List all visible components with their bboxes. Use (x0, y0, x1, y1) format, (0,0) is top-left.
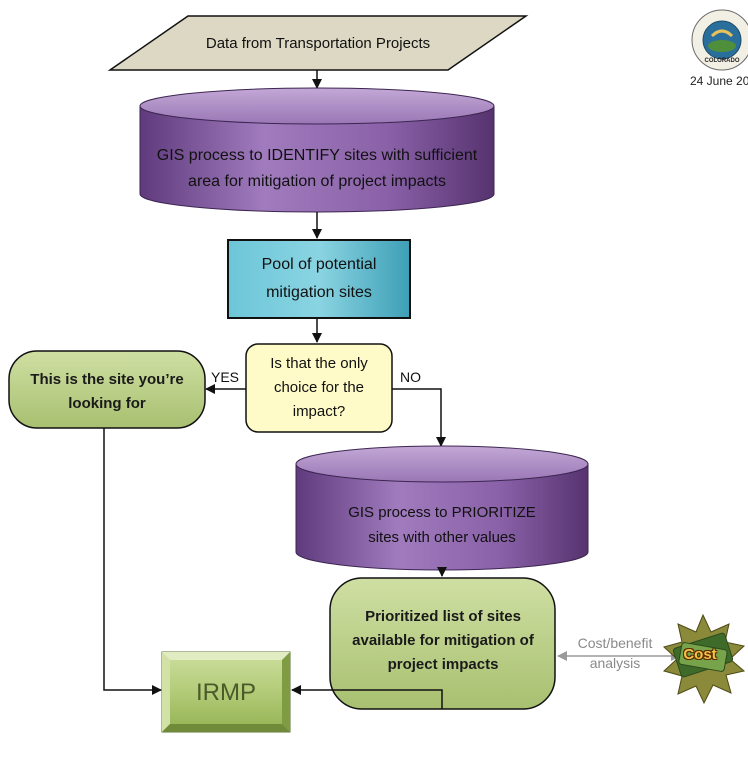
seal-label: COLORADO (704, 58, 740, 64)
cost-label: Cost (683, 646, 717, 663)
cost-badge-icon (663, 613, 746, 705)
decision-text: Is that the only choice for the impact? (270, 355, 368, 420)
gis-identify-cylinder (139, 87, 495, 213)
prioritized-list-text: Prioritized list of sites available for … (352, 608, 534, 673)
colorado-seal-logo (691, 9, 748, 71)
no-label: NO (400, 369, 421, 385)
arrow-site-to-irmp (103, 428, 162, 695)
pool-text: Pool of potential mitigation sites (261, 256, 377, 301)
data-input-shape (107, 15, 529, 71)
arrow-no (392, 388, 446, 447)
data-input-text: Data from Transportation Projects (205, 35, 431, 52)
gis-prioritize-text: GIS process to PRIORITIZE sites with oth… (348, 504, 536, 546)
gis-prioritize-cylinder (295, 445, 589, 571)
pool-box (227, 239, 411, 319)
arrow-list-to-irmp (291, 685, 443, 709)
site-found-text: This is the site you’re looking for (30, 371, 184, 412)
cost-benefit-label: Cost/benefit analysis (577, 635, 653, 671)
gis-identify-text: GIS process to IDENTIFY sites with suffi… (156, 147, 478, 190)
decision-box (245, 343, 393, 433)
yes-label: YES (211, 369, 240, 385)
irmp-label: IRMP (196, 679, 256, 706)
site-found-box (8, 350, 206, 429)
irmp-box (161, 651, 291, 733)
date-label: 24 June 20 (690, 74, 748, 88)
